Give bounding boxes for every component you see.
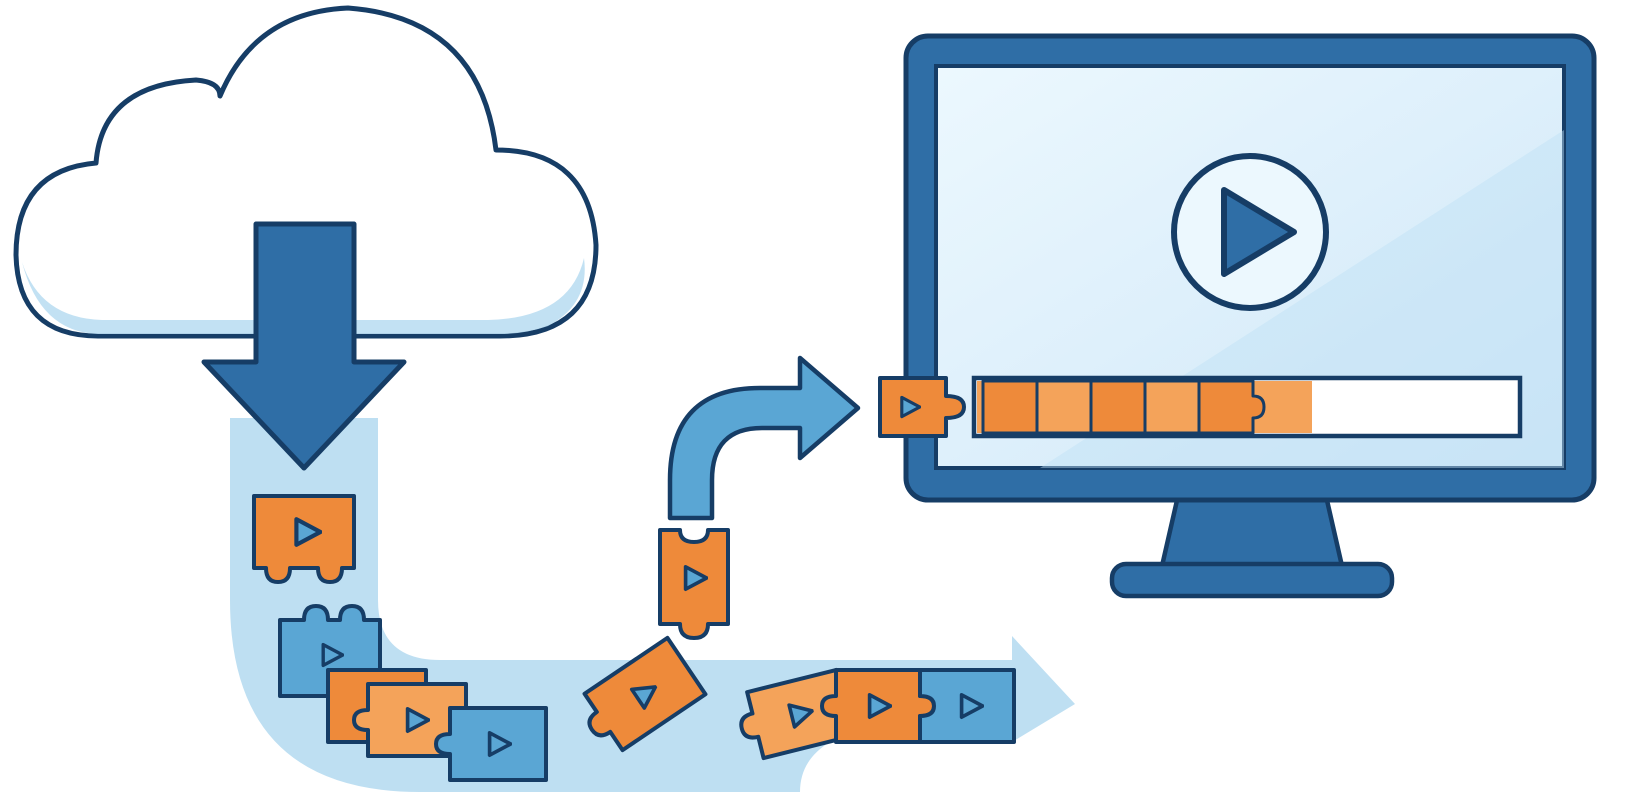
puzzle-video-segment-icon (918, 668, 1016, 744)
puzzle-video-segment-icon (252, 494, 356, 584)
download-arrow-icon (201, 221, 407, 471)
monitor-icon (903, 33, 1597, 599)
puzzle-video-segment-icon (658, 528, 730, 640)
puzzle-video-segment-icon (582, 635, 708, 753)
buffer-segments (981, 379, 1266, 435)
play-icon (1221, 187, 1297, 277)
buffer-segment (1197, 379, 1266, 435)
cloud-icon (13, 5, 599, 339)
progress-bar (971, 375, 1523, 439)
puzzle-video-segment-icon (739, 667, 855, 761)
puzzle-video-segment-icon (820, 668, 936, 744)
curved-arrow-icon (667, 355, 861, 521)
puzzle-video-segment-icon (434, 706, 548, 782)
monitor-stand (1159, 493, 1345, 569)
monitor-base (1109, 561, 1395, 599)
puzzle-video-segment-icon (878, 376, 966, 438)
